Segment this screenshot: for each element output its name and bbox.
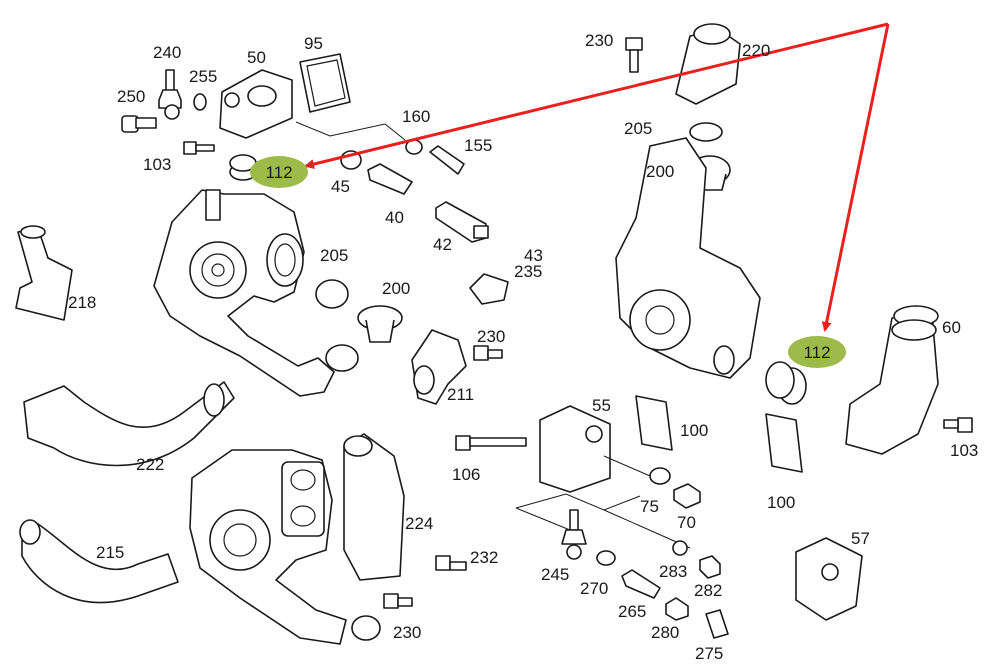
label-282: 282: [694, 581, 722, 600]
elbow-218-part: [15, 227, 73, 321]
bolt-250-part: [121, 115, 157, 133]
label-230-mid: 230: [477, 327, 505, 346]
fitting-265-part: [621, 569, 661, 599]
label-240: 240: [153, 43, 181, 62]
label-60: 60: [942, 318, 961, 337]
sensor-40-part: [367, 163, 413, 195]
label-103-left: 103: [143, 155, 171, 174]
water-pump-left-part: [153, 189, 359, 397]
fitting-240-part: [158, 69, 182, 120]
bolt-103-right-part: [943, 417, 973, 433]
housing-224-part: [343, 433, 405, 581]
label-70: 70: [677, 513, 696, 532]
label-255: 255: [189, 67, 217, 86]
label-45: 45: [331, 177, 350, 196]
label-100-upper: 100: [680, 421, 708, 440]
label-43: 43: [524, 246, 543, 265]
label-280: 280: [651, 623, 679, 642]
label-224: 224: [405, 514, 433, 533]
bolt-106-part: [455, 435, 527, 451]
label-50: 50: [247, 48, 266, 67]
label-245: 245: [541, 565, 569, 584]
gasket-100-lower-part: [765, 413, 803, 473]
sensor-155-part: [429, 145, 465, 175]
label-270: 270: [580, 579, 608, 598]
label-40: 40: [385, 208, 404, 227]
label-211: 211: [447, 385, 474, 404]
elbow-60-part: [845, 313, 939, 455]
ring-205-left-part: [315, 279, 349, 309]
washer-75-part: [649, 467, 671, 485]
label-205-left: 205: [320, 246, 348, 265]
label-250: 250: [117, 87, 145, 106]
highlight-112-left-label: 112: [265, 163, 292, 182]
label-222: 222: [136, 455, 164, 474]
part-labels: 250 240 255 50 95 103 160 155 45 40 42 4…: [68, 31, 978, 663]
label-75: 75: [640, 497, 659, 516]
hose-222-part: [23, 381, 235, 467]
fitting-245-part: [561, 509, 587, 560]
water-pump-lower-part: [189, 449, 381, 645]
hose-215-part: [21, 523, 179, 604]
highlight-112-right: [788, 336, 846, 368]
red-arrow-left: [304, 22, 889, 169]
label-103-right: 103: [950, 441, 978, 460]
label-57: 57: [851, 529, 870, 548]
label-283: 283: [659, 562, 687, 581]
plug-282-part: [699, 555, 721, 579]
bolt-230-top-part: [625, 37, 643, 73]
label-200-right: 200: [646, 162, 674, 181]
label-106: 106: [452, 465, 480, 484]
label-215: 215: [96, 543, 124, 562]
bolt-232-part: [435, 555, 467, 571]
label-160: 160: [402, 107, 430, 126]
bolt-230-lower-part: [383, 593, 413, 609]
gasket-95-part: [299, 53, 351, 113]
label-205-right: 205: [624, 119, 652, 138]
label-230-top: 230: [585, 31, 613, 50]
thermostat-200-left-part: [357, 305, 403, 343]
seal-112-right-part: [765, 361, 807, 405]
label-100-lower: 100: [767, 493, 795, 512]
ring-283-part: [672, 540, 688, 556]
block-55-part: [539, 405, 611, 493]
red-arrow-right: [821, 23, 890, 332]
ring-270-part: [596, 550, 616, 566]
label-95: 95: [304, 34, 323, 53]
arrow-group: [304, 22, 890, 332]
highlight-112-right-label: 112: [803, 343, 830, 362]
ring-205-right-part: [689, 122, 723, 142]
label-55: 55: [592, 396, 611, 415]
cap-275-part: [705, 609, 729, 639]
plug-70-part: [673, 483, 701, 509]
clamp-280-part: [665, 597, 689, 621]
label-275: 275: [695, 644, 723, 663]
water-pump-right-part: [615, 137, 761, 379]
label-42: 42: [433, 235, 452, 254]
bolt-103-left-part: [183, 141, 215, 155]
bolt-230-mid-part: [473, 345, 503, 361]
label-220: 220: [742, 41, 770, 60]
highlight-112-left: [250, 156, 308, 188]
label-218: 218: [68, 293, 96, 312]
label-230-lower: 230: [393, 623, 421, 642]
label-235: 235: [514, 262, 542, 281]
washer-255-part: [193, 93, 207, 111]
gasket-100-upper-part: [635, 395, 673, 451]
label-155: 155: [464, 136, 492, 155]
label-232: 232: [470, 548, 498, 567]
sensor-43-235-part: [469, 273, 509, 305]
label-200-left: 200: [382, 279, 410, 298]
label-265: 265: [618, 602, 646, 621]
